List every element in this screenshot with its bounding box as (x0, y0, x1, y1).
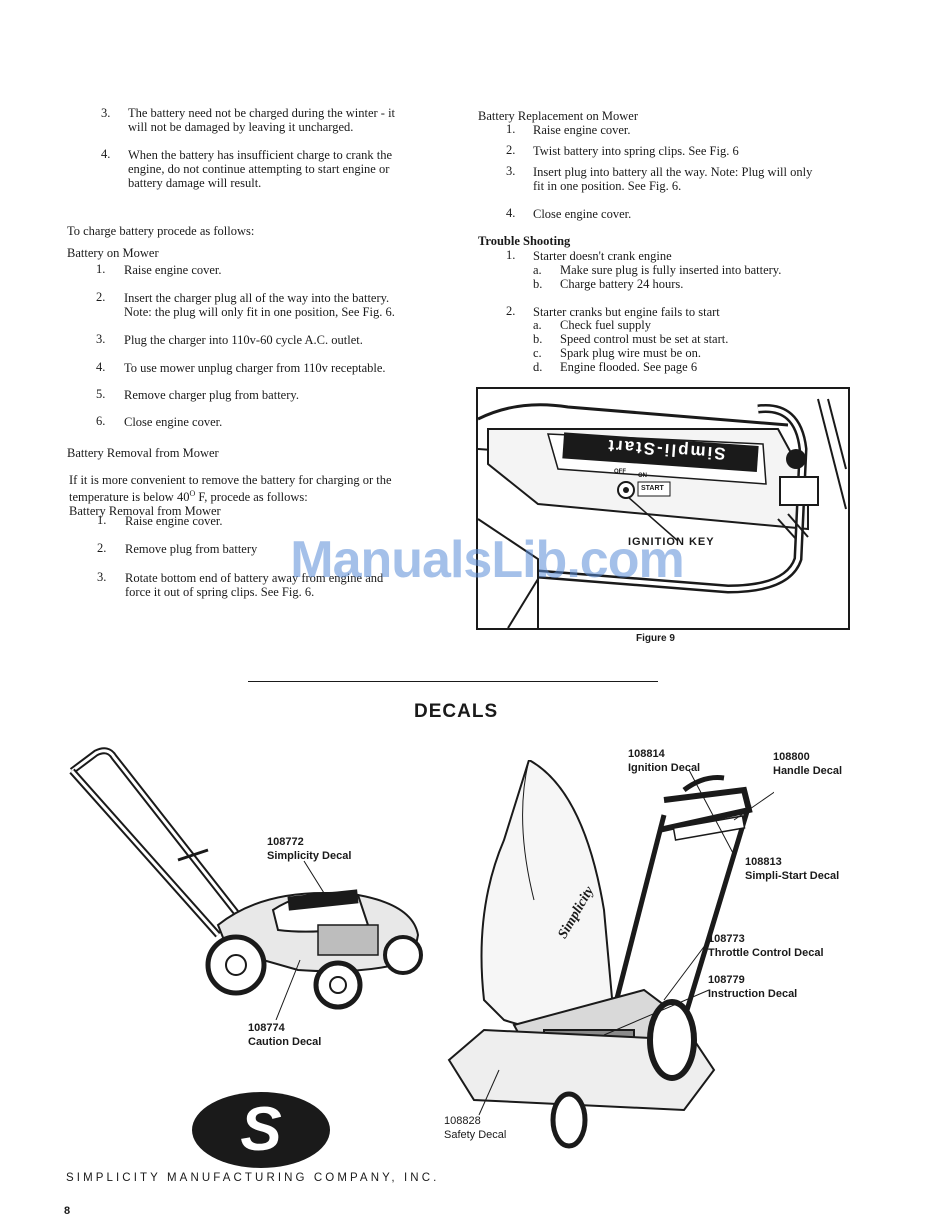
list-item: Remove charger plug from battery. (124, 388, 299, 402)
charge-intro: To charge battery procede as follows: (67, 224, 255, 238)
sub-item-key: a. (533, 318, 542, 332)
list-item: When the battery has insufficient charge… (128, 148, 393, 190)
trouble-item: Starter doesn't crank engine (533, 249, 672, 263)
list-item: Insert plug into battery all the way. No… (533, 165, 813, 193)
sub-item-key: a. (533, 263, 542, 277)
sub-item-key: b. (533, 332, 543, 346)
list-number: 2. (506, 143, 516, 157)
sub-item-key: b. (533, 277, 543, 291)
sub-item-text: Spark plug wire must be on. (560, 346, 701, 360)
figure-caption: Figure 9 (636, 633, 675, 644)
decal-label-108779: 108779 Instruction Decal (708, 974, 798, 1000)
sub-item-key: d. (533, 360, 543, 374)
list-item: Plug the charger into 110v-60 cycle A.C.… (124, 333, 363, 347)
list-number: 3. (101, 106, 111, 120)
list-item: Twist battery into spring clips. See Fig… (533, 144, 739, 158)
switch-start-label: START (641, 485, 664, 492)
list-item: To use mower unplug charger from 110v re… (124, 361, 386, 375)
switch-off-label: OFF (614, 469, 626, 475)
sub-item-key: c. (533, 346, 542, 360)
section-heading: Battery Removal from Mower (67, 446, 219, 460)
sub-item-text: Engine flooded. See page 6 (560, 360, 698, 374)
section-heading: Battery Replacement on Mower (478, 109, 639, 123)
page-number: 8 (64, 1205, 71, 1217)
logo-letter: S (240, 1095, 282, 1164)
decal-label-108772: 108772 Simplicity Decal (267, 836, 352, 862)
ignition-key-label: IGNITION KEY (628, 536, 715, 548)
sub-item-text: Check fuel supply (560, 318, 651, 332)
list-number: 3. (96, 332, 106, 346)
list-item: Close engine cover. (533, 207, 632, 221)
list-number: 1. (97, 513, 107, 527)
list-number: 6. (96, 414, 106, 428)
list-number: 1. (506, 122, 516, 136)
decals-heading: DECALS (414, 701, 499, 722)
decal-label-108774: 108774 Caution Decal (248, 1022, 322, 1048)
list-number: 5. (96, 387, 106, 401)
decal-label-108828: 108828 Safety Decal (444, 1115, 507, 1141)
section-heading: Trouble Shooting (478, 234, 571, 248)
list-item: The battery need not be charged during t… (128, 106, 396, 134)
list-item: Raise engine cover. (125, 514, 223, 528)
side-discharge-mower-drawing (69, 747, 423, 1020)
list-item: Raise engine cover. (533, 123, 631, 137)
list-number: 3. (506, 164, 516, 178)
bagging-mower-drawing (447, 760, 774, 1149)
list-item: Remove plug from battery (125, 542, 258, 556)
list-number: 4. (96, 360, 106, 374)
sub-item-text: Make sure plug is fully inserted into ba… (560, 263, 782, 277)
trouble-item: Starter cranks but engine fails to start (533, 305, 720, 319)
list-item: Close engine cover. (124, 415, 223, 429)
sub-item-text: Charge battery 24 hours. (560, 277, 684, 291)
decal-label-108773: 108773 Throttle Control Decal (708, 933, 824, 959)
decal-label-108800: 108800 Handle Decal (773, 751, 843, 777)
sub-item-text: Speed control must be set at start. (560, 332, 729, 346)
ignition-panel-drawing (478, 398, 847, 628)
list-item: Insert the charger plug all of the way i… (124, 291, 395, 319)
section-divider (248, 681, 658, 682)
list-number: 2. (97, 541, 107, 555)
simplicity-logo: S (192, 1092, 330, 1168)
removal-intro: If it is more convenient to remove the b… (69, 473, 392, 519)
list-item: Raise engine cover. (124, 263, 222, 277)
list-item: Rotate bottom end of battery away from e… (125, 571, 384, 599)
list-number: 2. (506, 304, 516, 318)
list-number: 3. (97, 570, 107, 584)
decal-label-108813: 108813 Simpli-Start Decal (745, 856, 840, 882)
list-number: 4. (506, 206, 516, 220)
figure-9-illustration: Simpli-Start OFF ON START IGNITION KEY (476, 387, 850, 630)
decal-label-108814: 108814 Ignition Decal (628, 748, 701, 774)
list-number: 1. (96, 262, 106, 276)
watermark: ManualsLib.com (290, 531, 684, 589)
switch-on-label: ON (638, 473, 647, 479)
list-number: 4. (101, 147, 111, 161)
section-heading: Battery on Mower (67, 246, 159, 260)
company-name: SIMPLICITY MANUFACTURING COMPANY, INC. (66, 1172, 440, 1184)
list-number: 1. (506, 248, 516, 262)
list-number: 2. (96, 290, 106, 304)
